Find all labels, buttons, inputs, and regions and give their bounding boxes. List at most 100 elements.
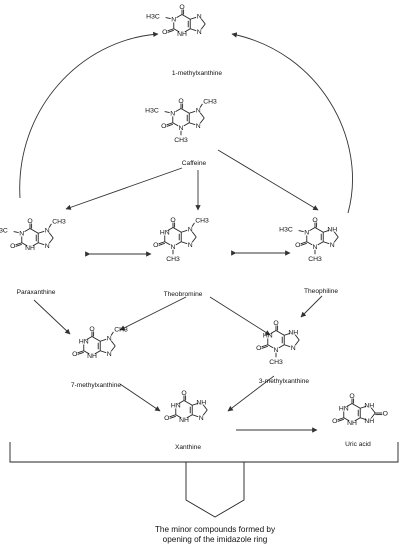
compound-name-caffeine: Caffeine: [182, 160, 207, 167]
bond: [261, 344, 268, 348]
bond: [110, 340, 116, 347]
arrow-3-methylxanthine-to-xanthine: [227, 375, 275, 412]
atom-n3: N: [313, 244, 318, 251]
arrow-theobromine-to-7-methylxanthine: [119, 296, 187, 331]
atom-methyl-7: CH3: [195, 218, 209, 225]
bond: [158, 242, 165, 246]
bond: [173, 28, 180, 33]
bond: [306, 241, 313, 246]
bond: [166, 123, 173, 127]
bond: [186, 414, 193, 419]
atom-o2: O: [164, 415, 169, 422]
bond: [199, 117, 205, 124]
atom-n7: NH: [196, 400, 206, 407]
bond: [48, 223, 52, 228]
bond: [183, 122, 190, 127]
bond: [110, 331, 114, 336]
atom-n7: N: [196, 108, 201, 115]
bond: [343, 417, 350, 422]
bond: [370, 407, 376, 414]
compound-name-paraxanthine: Paraxanthine: [17, 289, 56, 296]
compound-name-methylxanthine3: 3-methylxanthine: [259, 378, 310, 385]
bond: [166, 122, 173, 126]
bond: [360, 405, 367, 409]
atom-methyl-3: CH3: [166, 256, 180, 263]
arrow-theophiline-to-3-methylxanthine: [300, 295, 323, 318]
bond: [184, 28, 191, 33]
bond: [351, 403, 361, 409]
atom-o2: O: [256, 345, 261, 352]
bond: [167, 28, 174, 32]
bond: [189, 122, 196, 126]
bond: [284, 344, 291, 348]
bond: [178, 400, 185, 405]
bond: [83, 350, 90, 355]
atom-n9: N: [199, 415, 204, 422]
bond: [278, 344, 285, 349]
atom-n3: NH: [25, 245, 35, 252]
atom-n7: N: [45, 228, 50, 235]
bond: [354, 417, 361, 422]
atom-o6: O: [89, 326, 94, 333]
atom-o6: O: [273, 320, 278, 327]
bond: [38, 230, 45, 234]
bond: [24, 228, 31, 233]
bond: [199, 112, 205, 119]
compound-name-methylxanthine1: 1-methylxanthine: [172, 70, 223, 77]
bond: [190, 28, 197, 32]
bond: [77, 350, 84, 354]
bond: [175, 241, 182, 246]
footer-line-1: The minor compounds formed by: [155, 525, 276, 534]
atom-o2: O: [295, 242, 300, 249]
atom-n3: NH: [177, 31, 187, 38]
bond: [48, 237, 54, 244]
atom-o6: O: [312, 217, 317, 224]
bond: [191, 231, 197, 238]
bond: [172, 227, 182, 233]
atom-o2: O: [162, 29, 167, 36]
atom-n1: N: [19, 231, 24, 238]
atom-methyl-7: CH3: [114, 327, 128, 334]
compound-name-uricacid: Uric acid: [345, 441, 371, 448]
bond: [158, 241, 165, 245]
bond: [333, 231, 339, 238]
atom-methyl-3: CH3: [308, 256, 322, 263]
atom-n1: HN: [79, 339, 89, 346]
bond: [100, 350, 107, 354]
atom-n9: N: [196, 123, 201, 130]
bond: [48, 232, 54, 239]
bottom-down-arrow: [185, 462, 245, 518]
compound-name-xanthine: Xanthine: [175, 444, 201, 451]
atom-n7: N: [197, 14, 202, 21]
atom-n1: HN: [263, 333, 273, 340]
atom-n9: N: [107, 351, 112, 358]
bond: [300, 241, 307, 245]
bond: [192, 414, 199, 418]
atom-n7: NH: [327, 227, 337, 234]
arrow-caffeine-to-paraxanthine: [65, 167, 183, 210]
footer-line-2: opening of the imidazole ring: [163, 535, 268, 544]
atom-n9: N: [330, 242, 335, 249]
atom-methyl-7: CH3: [203, 99, 217, 106]
bond: [202, 404, 208, 411]
atom-n1: N: [171, 17, 176, 24]
bond: [346, 403, 353, 408]
arrow-7-methylxanthine-to-xanthine: [119, 383, 161, 412]
bond: [199, 103, 203, 108]
bond: [165, 17, 171, 20]
structure-paraxanthine: NNHNNOOH3CCH3Paraxanthine: [0, 218, 66, 296]
bond: [86, 336, 93, 341]
atom-o2: O: [161, 123, 166, 130]
atom-o2: O: [10, 243, 15, 250]
atom-n9: N: [188, 242, 193, 249]
bond: [38, 242, 45, 246]
bond: [294, 334, 300, 341]
bond: [189, 110, 196, 114]
atom-o6: O: [181, 390, 186, 397]
bond: [300, 242, 307, 246]
